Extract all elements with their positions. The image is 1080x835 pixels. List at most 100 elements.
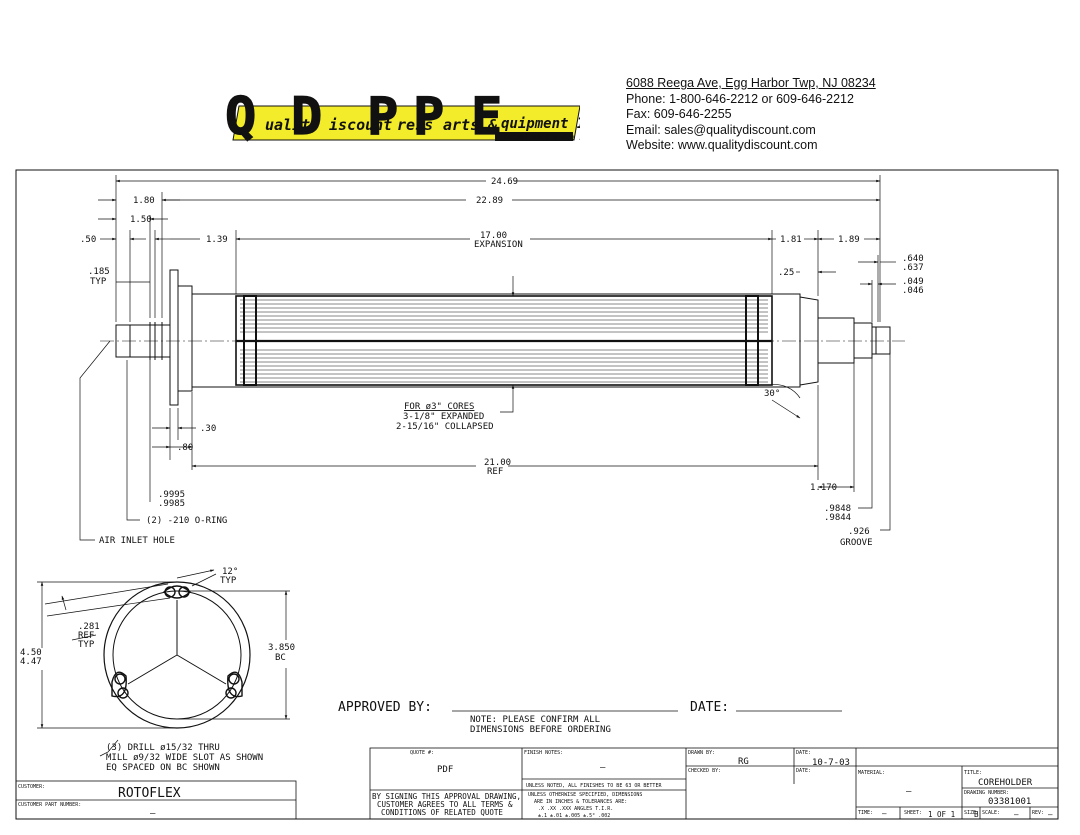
sheet-label: SHEET:	[904, 810, 922, 816]
size-label: SIZE:	[964, 810, 979, 816]
dim-0-50: .50	[80, 235, 96, 245]
note-cores-title: FOR ø3" CORES	[404, 402, 474, 412]
approval-area: APPROVED BY: DATE: NOTE: PLEASE CONFIRM …	[338, 700, 842, 735]
time-label: TIME:	[858, 810, 873, 816]
dim-groove-label: GROOVE	[840, 538, 873, 548]
section-bolt-circle: 3.850	[268, 643, 295, 653]
dim-0-185: .185	[88, 267, 110, 277]
company-contact: 6088 Reega Ave, Egg Harbor Twp, NJ 08234…	[626, 76, 876, 154]
drawing-title: COREHOLDER	[978, 778, 1033, 788]
company-email: Email: sales@qualitydiscount.com	[626, 122, 816, 137]
sheet-value: 1 OF 1	[928, 810, 955, 819]
dim-ref-length: 21.00	[484, 458, 511, 468]
logo-letter-p1: P	[367, 87, 398, 147]
logo-letter-q: Q	[225, 87, 256, 147]
note-air-inlet: AIR INLET HOLE	[99, 536, 175, 546]
dim-0-9985: .9985	[158, 499, 185, 509]
drawn-date-label: DATE:	[796, 750, 811, 756]
rev-label: REV:	[1032, 810, 1044, 816]
section-od-min: 4.47	[20, 657, 42, 667]
customer-label: CUSTOMER:	[18, 784, 45, 790]
logo-letter-p2: P	[413, 87, 444, 147]
coreholder-side-view	[100, 269, 905, 406]
rev-value: —	[1048, 810, 1053, 819]
approval-date-label: DATE:	[690, 700, 729, 715]
sign-note-3: CONDITIONS OF RELATED QUOTE	[381, 808, 503, 817]
material-label: MATERIAL:	[858, 770, 885, 776]
drawn-date-value: 10-7-03	[812, 758, 850, 768]
logo-word-quality: uality	[265, 116, 320, 134]
dim-chamfer-angle: 30°	[764, 389, 780, 399]
section-drill-note-1: (3) DRILL ø15/32 THRU	[106, 743, 220, 753]
dim-1-170: 1.170	[810, 483, 837, 493]
dim-0-049: .049	[902, 277, 924, 287]
title-label: TITLE:	[964, 770, 982, 776]
dim-0-185-typ: TYP	[90, 277, 107, 287]
finish-label: FINISH NOTES:	[524, 750, 563, 756]
dim-0-9844: .9844	[824, 513, 851, 523]
dim-overall-length: 24.69	[491, 177, 518, 187]
scale-label: SCALE:	[982, 810, 1000, 816]
sign-note-2: CUSTOMER AGREES TO ALL TERMS &	[377, 800, 513, 809]
dim-expansion: 17.00	[480, 231, 507, 241]
material-value: —	[906, 787, 912, 797]
dim-0-926: .926	[848, 527, 870, 537]
approval-note-1: NOTE: PLEASE CONFIRM ALL	[470, 715, 600, 725]
customer-part-label: CUSTOMER PART NUMBER:	[18, 802, 81, 808]
drawing-number: 03381001	[988, 797, 1031, 807]
section-bc-label: BC	[275, 653, 286, 663]
section-angle-typ: TYP	[220, 576, 237, 586]
title-block-text: CUSTOMER: ROTOFLEX CUSTOMER PART NUMBER:…	[18, 750, 1053, 819]
dim-0-9848: .9848	[824, 504, 851, 514]
scale-value: —	[1014, 810, 1019, 819]
logo-tagline: Established since 1993	[503, 134, 580, 142]
dim-1-89: 1.89	[838, 235, 860, 245]
approved-by-label: APPROVED BY:	[338, 700, 432, 715]
note-cores-expanded: 3-1/8" EXPANDED	[403, 412, 484, 422]
drawn-by-label: DRAWN BY:	[688, 750, 715, 756]
company-website: Website: www.qualitydiscount.com	[626, 138, 818, 152]
checked-date-label: DATE:	[796, 768, 811, 774]
section-slot-ref: REF	[78, 631, 94, 641]
dim-1-81: 1.81	[780, 235, 802, 245]
quote-value: PDF	[437, 765, 453, 775]
logo-word-parts: arts &	[443, 116, 497, 134]
coreholder-end-view	[37, 569, 290, 757]
note-cores-collapsed: 2-15/16" COLLAPSED	[396, 422, 494, 432]
logo-word-discount: iscount	[329, 116, 392, 134]
customer-name: ROTOFLEX	[118, 786, 181, 801]
tolerance-note-1: UNLESS OTHERWISE SPECIFIED, DIMENSIONS	[528, 792, 642, 798]
size-value: B	[974, 810, 979, 819]
time-value: —	[882, 809, 887, 818]
tolerance-note-2: ARE IN INCHES & TOLERANCES ARE:	[534, 799, 627, 805]
section-slot-width: .281	[78, 622, 100, 632]
dim-expansion-label: EXPANSION	[474, 240, 523, 250]
end-view-labels: 12° TYP .281 REF TYP 4.50 4.47 3.850 BC …	[20, 567, 295, 773]
company-fax: Fax: 609-646-2255	[626, 107, 732, 121]
dim-0-640: .640	[902, 254, 924, 264]
dim-0-046: .046	[902, 286, 924, 296]
dim-1-80: 1.80	[133, 196, 155, 206]
dim-1-39: 1.39	[206, 235, 228, 245]
company-phone: Phone: 1-800-646-2212 or 609-646-2212	[626, 91, 854, 106]
dim-ref-label: REF	[487, 467, 503, 477]
dim-0-80: .80	[177, 443, 193, 453]
finish-value: —	[600, 763, 606, 773]
dimension-lines	[79, 175, 896, 541]
drawing-number-label: DRAWING NUMBER:	[964, 790, 1009, 796]
section-angle: 12°	[222, 567, 238, 577]
dim-0-637: .637	[902, 263, 924, 273]
finish-note: UNLESS NOTED, ALL FINISHES TO BE 63 OR B…	[526, 783, 662, 789]
dimension-labels: 24.69 22.89 1.80 1.50 .50 1.39 17.00 EXP…	[80, 177, 924, 548]
dim-body-length: 22.89	[476, 196, 503, 206]
note-oring: (2) -210 O-RING	[146, 516, 227, 526]
company-address: 6088 Reega Ave, Egg Harbor Twp, NJ 08234	[626, 76, 876, 90]
drawing-notes: FOR ø3" CORES 3-1/8" EXPANDED 2-15/16" C…	[99, 402, 494, 546]
drawn-by-value: RG	[738, 757, 749, 767]
logo-letter-d: D	[291, 87, 322, 147]
approval-note-2: DIMENSIONS BEFORE ORDERING	[470, 725, 611, 735]
checked-by-label: CHECKED BY:	[688, 768, 721, 774]
dim-0-30: .30	[200, 424, 216, 434]
dim-0-9995: .9995	[158, 490, 185, 500]
